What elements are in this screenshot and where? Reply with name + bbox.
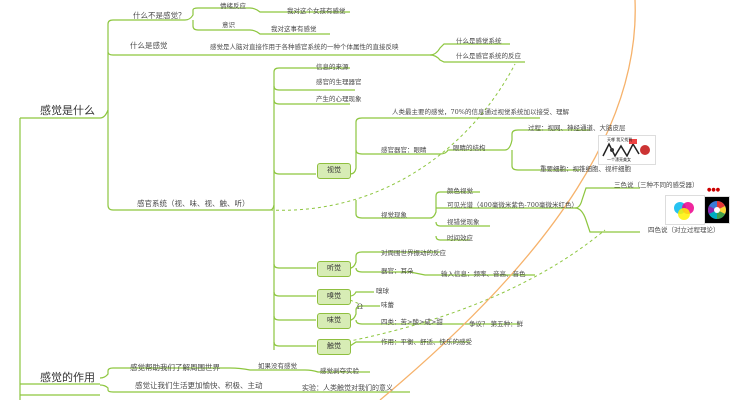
node-deprivation-experiment[interactable]: 感觉剥夺实验: [320, 367, 359, 375]
topic-vision[interactable]: 视觉: [317, 163, 351, 179]
node-trichromatic-theory[interactable]: 三色说（三种不同的感受器）: [614, 181, 699, 189]
topic-hearing[interactable]: 听觉: [317, 261, 351, 277]
root-topic-function[interactable]: 感觉的作用: [40, 371, 95, 384]
color-wheel-mark: ●●●: [707, 187, 721, 193]
relationship-marker: Ω: [357, 303, 363, 311]
cartoon-subcaption: 一个漂亮美女: [607, 157, 631, 162]
node-touch-function[interactable]: 作用：平衡、舒适、快乐的感受: [381, 338, 472, 346]
node-consciousness-example[interactable]: 我对这事有感觉: [271, 25, 317, 33]
node-emotion-example[interactable]: 我对这个女孩有感觉: [287, 7, 346, 15]
node-sensory-response[interactable]: 什么是感官系统的反应: [456, 52, 521, 60]
branch-what-is-sensation[interactable]: 什么是感觉: [130, 41, 168, 50]
node-vision-main[interactable]: 人类最主要的感觉，70%的信息通过视觉系统加以接受、理解: [392, 108, 569, 116]
node-definition[interactable]: 感觉是人脑对直接作用于各种感官系统的一种个体属性的直接反映: [210, 43, 399, 51]
node-eye-process[interactable]: 过程：视网、神经通道、大脑皮层: [528, 124, 626, 132]
node-eye-cells[interactable]: 重要细胞：视锥细胞、视杆细胞: [540, 165, 631, 173]
node-visible-spectrum[interactable]: 可见光谱（400毫微米紫色-700毫微米红色）: [447, 201, 579, 209]
branch-sensory-systems[interactable]: 感官系统（视、味、视、触、听）: [137, 199, 250, 208]
branch-life-happier[interactable]: 感觉让我们生活更加愉快、积极、主动: [135, 381, 263, 390]
node-time-effect[interactable]: 时间效应: [447, 234, 473, 242]
branch-not-sensation[interactable]: 什么不是感觉？: [133, 11, 186, 20]
node-psych-phenomena[interactable]: 产生的心理现象: [316, 95, 362, 103]
node-vision-organ[interactable]: 感官器官：眼睛: [381, 146, 427, 154]
color-wheel-image: [704, 196, 730, 224]
node-hearing-organ[interactable]: 器官：耳朵: [381, 267, 414, 275]
topic-smell[interactable]: 嗅觉: [317, 289, 351, 305]
node-vision-phenomena[interactable]: 视觉现象: [381, 211, 407, 219]
node-physiological-organ[interactable]: 感官的生理器官: [316, 78, 362, 86]
branch-understand-world[interactable]: 感觉帮助我们了解周围世界: [130, 363, 220, 372]
node-consciousness[interactable]: 意识: [222, 21, 235, 29]
node-color-vision[interactable]: 颜色视觉: [447, 187, 473, 195]
node-info-source[interactable]: 信息的来源: [316, 63, 349, 71]
node-emotion[interactable]: 情绪反应: [220, 2, 246, 10]
node-opponent-process[interactable]: 四色说（对立过程理论）: [648, 226, 720, 234]
node-without-sensation[interactable]: 如果没有感觉: [258, 362, 297, 370]
node-sensory-system[interactable]: 什么是感觉系统: [456, 37, 502, 45]
root-topic-what[interactable]: 感觉是什么: [40, 104, 95, 117]
node-eye-structure[interactable]: 眼睛的结构: [453, 144, 486, 152]
node-hearing-input[interactable]: 输入信息：频率、音高、音色: [441, 270, 526, 278]
eye-cartoon-image: 天哪 我又找到 一个漂亮美女: [598, 135, 656, 165]
trichromatic-image: [665, 195, 705, 225]
node-taste-types[interactable]: 四类：苦>酸>咸>甜: [381, 318, 443, 326]
node-olfactory-bulb[interactable]: 嗅球: [376, 287, 389, 295]
node-visual-illusion[interactable]: 视错觉现象: [447, 218, 480, 226]
node-taste-buds[interactable]: 味蕾: [381, 301, 394, 309]
node-hearing-vibration[interactable]: 对周围世界振动的反应: [381, 249, 446, 257]
node-taste-umami[interactable]: 争议？ 第五种：鲜: [469, 320, 524, 328]
node-touch-experiment[interactable]: 实验：人类触觉对我们的意义: [302, 384, 393, 392]
cartoon-caption: 天哪 我又找到: [607, 137, 633, 142]
topic-taste[interactable]: 味觉: [317, 313, 351, 329]
topic-touch[interactable]: 触觉: [317, 339, 351, 355]
